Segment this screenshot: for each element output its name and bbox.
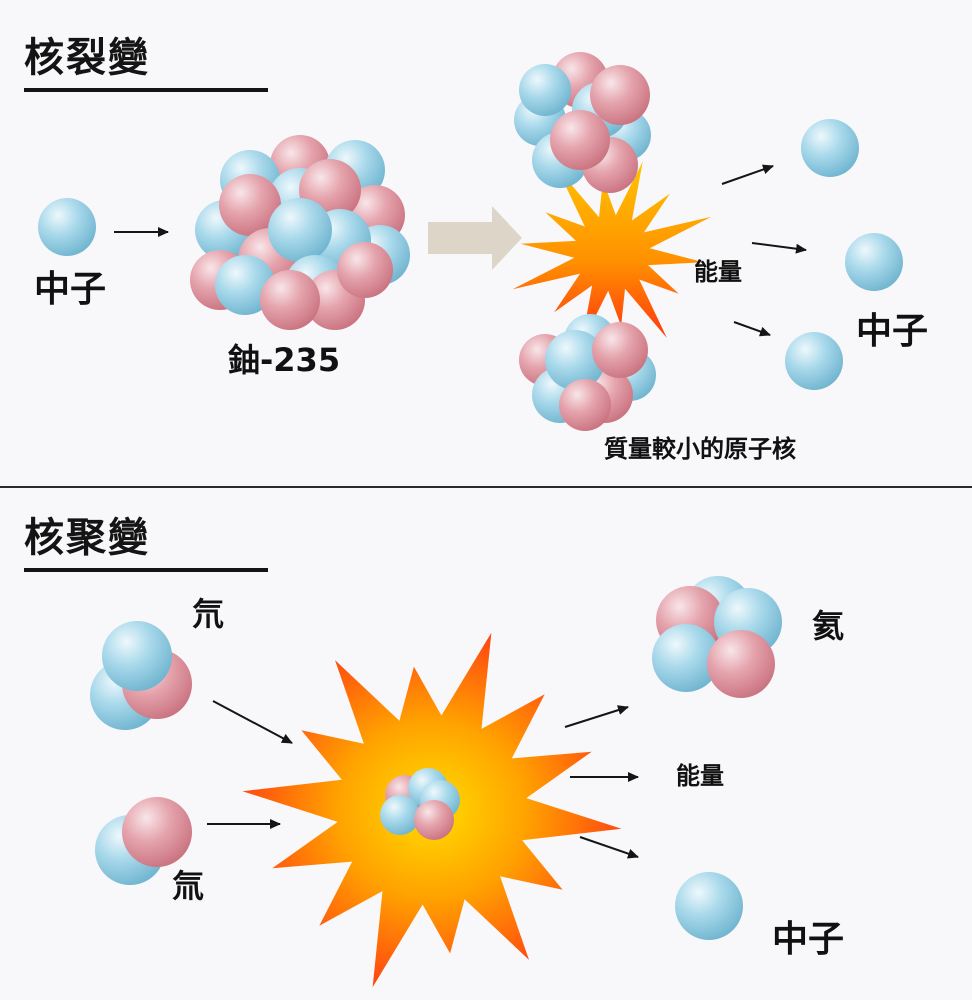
helium-label: 氦 xyxy=(812,607,845,645)
tritium-nucleus xyxy=(95,797,192,885)
neutron-in-label: 中子 xyxy=(34,269,107,310)
neutron xyxy=(102,621,172,691)
proton xyxy=(707,630,775,698)
deuterium-nucleus xyxy=(90,621,192,730)
reaction-arrow xyxy=(428,206,522,270)
fission-energy-burst xyxy=(512,161,712,345)
neutron xyxy=(801,119,859,177)
fusion-title: 核聚變 xyxy=(24,515,150,561)
section-divider xyxy=(0,486,972,488)
fission-title: 核裂變 xyxy=(24,35,150,81)
tritium-label: 氚 xyxy=(172,867,205,905)
fission-neutron-3 xyxy=(785,332,843,390)
arrow-to-neutron-2 xyxy=(751,242,807,254)
proton xyxy=(590,65,650,125)
proton xyxy=(592,322,648,378)
proton xyxy=(337,242,393,298)
neutron xyxy=(519,64,571,116)
uranium-235-nucleus xyxy=(190,135,410,330)
neutron xyxy=(545,330,605,390)
proton xyxy=(414,800,454,840)
fission-fragments-label: 質量較小的原子核 xyxy=(604,435,796,463)
proton xyxy=(559,379,611,431)
fission-title-underline xyxy=(24,88,268,92)
fused-nuclei xyxy=(380,768,460,840)
proton xyxy=(260,270,320,330)
proton xyxy=(550,110,610,170)
neutron xyxy=(652,624,720,692)
arrow-to-neutron xyxy=(579,836,639,859)
uranium-label: 鈾-235 xyxy=(228,341,341,379)
neutron xyxy=(380,795,420,835)
fission-neutron-2 xyxy=(845,233,903,291)
arrow-deuterium-to-burst xyxy=(212,700,293,744)
fission-neutron-1 xyxy=(801,119,859,177)
incoming-neutron xyxy=(38,198,96,256)
neutron xyxy=(268,198,332,262)
deuterium-label: 氘 xyxy=(192,595,225,633)
arrow-to-neutron-3 xyxy=(733,321,771,337)
fusion-neutron-label: 中子 xyxy=(772,919,845,960)
fission-energy-label: 能量 xyxy=(694,258,742,286)
fission-fragment-top xyxy=(514,52,651,193)
neutron xyxy=(675,872,743,940)
neutron xyxy=(845,233,903,291)
helium-nucleus xyxy=(652,576,782,698)
fusion-title-underline xyxy=(24,568,268,572)
fusion-neutron xyxy=(675,872,743,940)
proton xyxy=(219,174,281,236)
fission-fragment-bottom xyxy=(519,314,656,431)
fission-neutrons-label: 中子 xyxy=(856,311,929,352)
fusion-energy-label: 能量 xyxy=(676,762,724,790)
proton xyxy=(122,797,192,867)
arrow-to-helium xyxy=(564,705,629,728)
neutron xyxy=(38,198,96,256)
neutron xyxy=(785,332,843,390)
arrow-to-neutron-1 xyxy=(721,164,774,185)
